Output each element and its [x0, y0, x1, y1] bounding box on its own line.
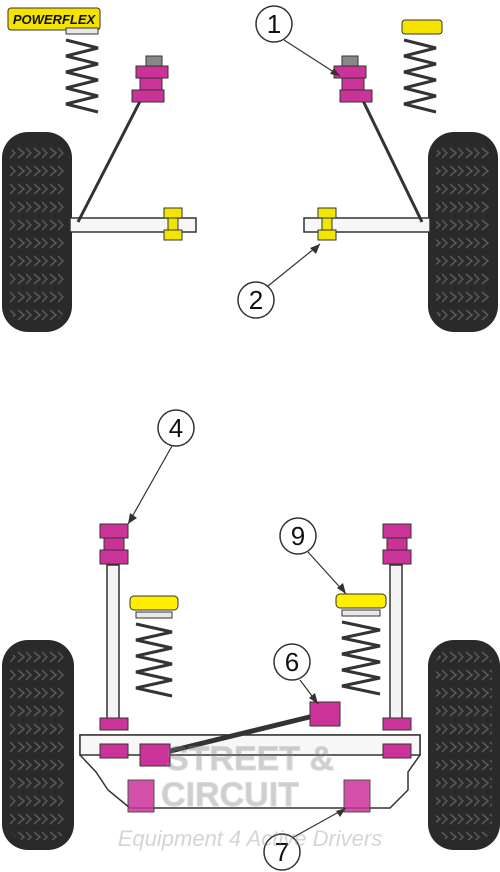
callout-7: 7 [263, 807, 347, 871]
callout-6-label: 6 [285, 647, 299, 677]
axle-mount-bush-left [127, 779, 155, 813]
front-left-tie-bar-bush [131, 55, 169, 103]
callout-7-label: 7 [275, 837, 289, 867]
callout-9: 9 [279, 517, 347, 595]
front-right-lower-arm [303, 217, 431, 233]
watermark-line2: CIRCUIT [161, 776, 299, 814]
watermark-tagline: Equipment 4 Active Drivers [118, 826, 383, 851]
logo-text: POWERFLEX [13, 12, 97, 27]
callout-2: 2 [237, 243, 321, 319]
front-left-spring [65, 27, 99, 114]
panhard-rod-bush-left [139, 743, 171, 767]
callout-9-label: 9 [291, 521, 305, 551]
front-right-spring [401, 19, 443, 114]
callout-2-label: 2 [249, 285, 263, 315]
front-left-tyre [2, 132, 72, 332]
street-circuit-watermark: STREET & CIRCUIT Equipment 4 Active Driv… [118, 740, 383, 852]
front-suspension: POWERFLEX [2, 5, 498, 332]
callout-6: 6 [273, 643, 319, 705]
callout-4-label: 4 [169, 413, 183, 443]
front-right-tie-bar-bush [333, 55, 373, 103]
rear-right-damper [382, 523, 412, 726]
watermark-line1: STREET & [166, 740, 334, 778]
front-right-tyre [428, 132, 498, 332]
rear-right-tyre [428, 640, 500, 850]
rear-left-lower-damper-bush [99, 717, 129, 759]
rear-left-spring [129, 595, 179, 698]
front-left-lower-arm [69, 217, 197, 233]
panhard-rod-bush-right [309, 701, 341, 727]
rear-right-spring [335, 593, 387, 696]
front-left-wishbone-bush [163, 207, 183, 241]
powerflex-logo: POWERFLEX [7, 7, 101, 31]
front-right-wishbone-bush [317, 207, 337, 241]
callout-1: 1 [255, 5, 341, 77]
rear-suspension: 4 9 6 7 STREET & CIRCUIT Equipment 4 Act [2, 409, 500, 871]
axle-mount-bush-right [343, 779, 371, 813]
rear-left-damper [99, 523, 129, 726]
callout-1-label: 1 [267, 9, 281, 39]
panhard-rod [149, 709, 331, 759]
callout-4: 4 [127, 409, 195, 525]
rear-right-lower-damper-bush [382, 717, 412, 759]
rear-left-tyre [2, 640, 74, 850]
